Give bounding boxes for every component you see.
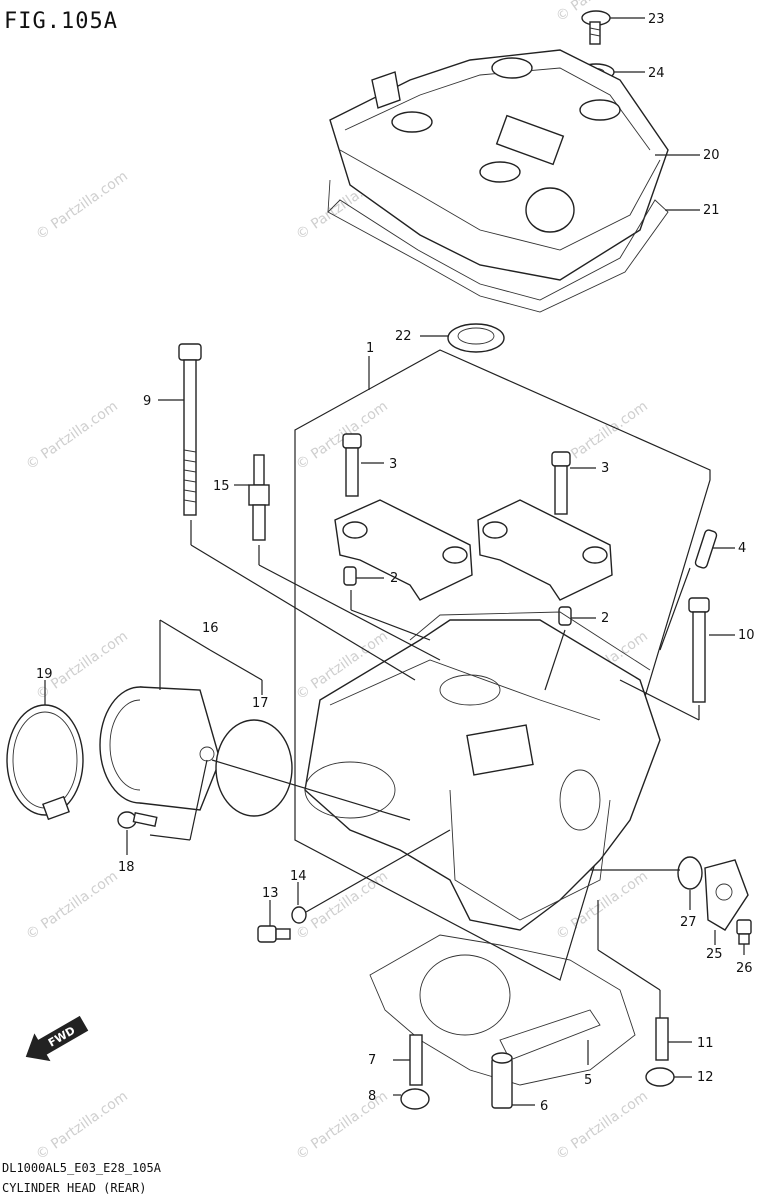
part-18-screw [117, 811, 158, 829]
callout-10: 10 [738, 628, 755, 643]
part-2-dowel-right [558, 606, 572, 626]
part-27-o-ring [677, 856, 703, 890]
callout-20: 20 [703, 148, 720, 163]
callout-labels: 1 2 2 3 3 4 5 6 7 8 9 10 11 12 13 14 15 … [36, 12, 755, 1114]
part-12-nut [645, 1067, 675, 1087]
part-3-bolt-right [551, 451, 571, 515]
callout-6: 6 [540, 1099, 548, 1114]
part-3-bolt-left [342, 433, 362, 497]
watermark: © Partzilla.com [23, 868, 121, 943]
part-8-nut [400, 1088, 430, 1110]
part-20-head-cover [329, 49, 669, 281]
figure-code: DL1000AL5_E03_E28_105A [2, 1161, 162, 1175]
figure-caption: CYLINDER HEAD (REAR) [2, 1181, 147, 1195]
part-4-pin [694, 529, 718, 569]
part-19-clamp [6, 704, 84, 821]
callout-26: 26 [736, 961, 753, 976]
part-11-stud [655, 1017, 669, 1061]
part-7-stud [409, 1034, 423, 1086]
callout-7: 7 [368, 1053, 376, 1068]
watermark: © Partzilla.com [33, 1088, 131, 1163]
callout-1: 1 [366, 341, 374, 356]
part-21-gasket [327, 179, 669, 313]
cam-cap-right [477, 499, 613, 601]
callout-21: 21 [703, 203, 720, 218]
part-25-cover-plate [704, 859, 749, 931]
callout-14: 14 [290, 869, 307, 884]
fwd-direction-arrow: FWD [25, 1015, 89, 1062]
callout-2-right: 2 [601, 611, 609, 626]
part-23-bolt [581, 10, 611, 45]
part-15-spark-plug [248, 454, 270, 541]
watermark: © Partzilla.com [33, 168, 131, 243]
callout-4: 4 [738, 541, 746, 556]
part-16-intake-pipe [99, 686, 221, 811]
part-1-group-outline [294, 349, 711, 981]
callout-17: 17 [252, 696, 269, 711]
cylinder-head-body [304, 611, 661, 931]
part-26-bolt [736, 919, 752, 945]
callout-18: 18 [118, 860, 135, 875]
callout-27: 27 [680, 915, 697, 930]
part-10-bolt [688, 597, 710, 703]
watermark: © Partzilla.com [553, 1088, 651, 1163]
watermark: © Partzilla.com [23, 398, 121, 473]
callout-22: 22 [395, 329, 412, 344]
callout-11: 11 [697, 1036, 714, 1051]
part-2-dowel-left [343, 566, 357, 586]
part-9-long-bolt [178, 343, 202, 516]
callout-5: 5 [584, 1073, 592, 1088]
watermark: © Partzilla.com [293, 868, 391, 943]
callout-3-left: 3 [389, 457, 397, 472]
callout-8: 8 [368, 1089, 376, 1104]
callout-16: 16 [202, 621, 219, 636]
watermark: © Partzilla.com [33, 628, 131, 703]
callout-23: 23 [648, 12, 665, 27]
callout-13: 13 [262, 886, 279, 901]
callout-25: 25 [706, 947, 723, 962]
watermark: © Partzilla.com [293, 398, 391, 473]
part-6-dowel [491, 1052, 513, 1109]
callout-19: 19 [36, 667, 53, 682]
cam-cap-left [334, 499, 473, 601]
part-14-washer [291, 906, 307, 924]
part-13-bolt [257, 925, 291, 943]
callout-15: 15 [213, 479, 230, 494]
callout-9: 9 [143, 394, 151, 409]
callout-3-right: 3 [601, 461, 609, 476]
part-22-seal [447, 323, 505, 353]
callout-12: 12 [697, 1070, 714, 1085]
callout-2-left: 2 [390, 571, 398, 586]
part-17-o-ring [215, 719, 293, 817]
leader-lines [44, 17, 745, 1106]
callout-24: 24 [648, 66, 665, 81]
figure-title: FIG.105A [4, 9, 118, 34]
